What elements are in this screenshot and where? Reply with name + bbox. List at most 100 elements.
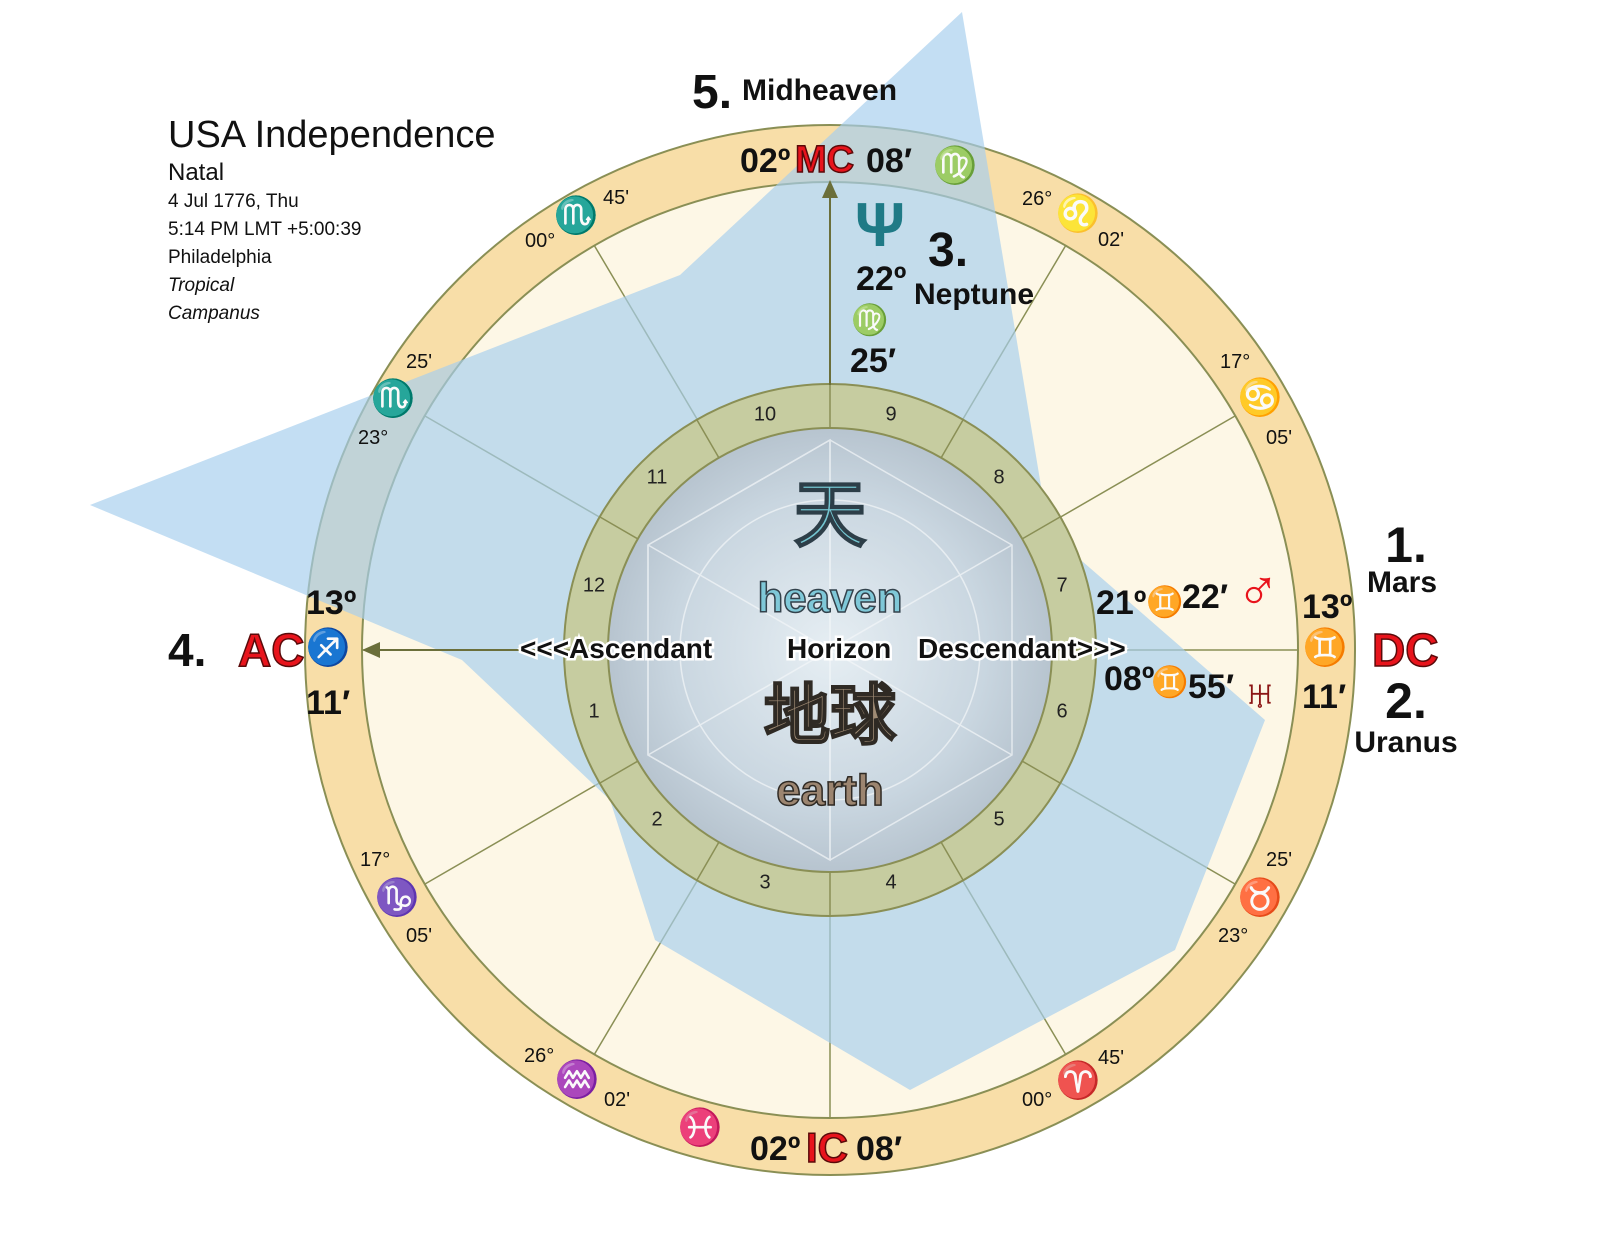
house-7: 7 (1056, 574, 1067, 596)
earth-label: earth (776, 766, 884, 815)
mc-min: 08′ (866, 142, 912, 180)
aries-glyph: ♈ (1056, 1060, 1101, 1101)
dc-label: DC (1372, 624, 1438, 676)
house-ring-dividers (564, 384, 1096, 916)
heaven-cjk: 天 (794, 476, 866, 556)
cancer-min: 05' (1266, 427, 1292, 449)
ac-arrow-head (362, 642, 380, 658)
earth-cjk: 地球 (764, 678, 897, 752)
neptune-position: Ψ 22º ♍ 25′ (850, 191, 906, 380)
center-pattern (647, 438, 1013, 862)
pisces-glyph: ♓ (678, 1107, 723, 1148)
neptune-num: 3. (928, 224, 968, 277)
ic-marker: 02º IC 08′ (750, 1123, 902, 1172)
chart-title: USA Independence (168, 114, 496, 156)
mars-min: 22′ (1182, 578, 1228, 616)
ac-callout-num: 4. (168, 624, 206, 676)
dc-deg: 13º (1302, 588, 1352, 626)
house-5: 5 (993, 808, 1004, 830)
chart-info: USA Independence Natal 4 Jul 1776, Thu 5… (168, 112, 496, 328)
scorpio-min: 25' (406, 351, 432, 373)
house-1: 1 (588, 700, 599, 722)
mars-glyph: ♂ (1236, 556, 1280, 621)
descendant-label: Descendant>>> (918, 633, 1126, 664)
house-9: 9 (885, 403, 896, 425)
scorpio-top-deg: 00° (525, 230, 555, 252)
aquarius-min: 02' (604, 1089, 630, 1111)
cancer-glyph: ♋ (1238, 377, 1283, 418)
ac-marker: 13º 11′ AC 4. (168, 584, 356, 722)
taurus-glyph: ♉ (1238, 877, 1283, 918)
callout-neptune: 3. Neptune (914, 224, 1034, 311)
ac-min: 11′ (306, 684, 350, 722)
sagittarius-ac-glyph: ♐ (306, 627, 351, 668)
house-12: 12 (583, 574, 605, 596)
dc-marker: 13º 11′ DC (1302, 588, 1439, 716)
center-labels: 天 heaven 地球 earth (757, 475, 903, 816)
heaven-label: heaven (758, 574, 903, 621)
ic-label: IC (806, 1124, 848, 1171)
leo-deg: 26° (1022, 188, 1052, 210)
mc-marker: 02º MC 08′ (740, 138, 912, 182)
uranus-num: 2. (1385, 673, 1427, 729)
uranus-deg: 08º (1104, 660, 1154, 698)
mars-num: 1. (1385, 517, 1427, 573)
scorpio-top-min: 45' (603, 187, 629, 209)
aries-deg: 00° (1022, 1089, 1052, 1111)
callout-midheaven: 5. Midheaven (692, 66, 897, 119)
uranus-label: Uranus (1354, 726, 1457, 759)
scorpio-deg: 23° (358, 427, 388, 449)
house-8: 8 (993, 466, 1004, 488)
mc-arrow-head (822, 180, 838, 198)
taurus-min: 25' (1266, 849, 1292, 871)
capricorn-deg: 17° (360, 849, 390, 871)
virgo-glyph: ♍ (933, 145, 978, 186)
chart-type: Natal (168, 159, 225, 186)
scorpio-top-glyph: ♏ (554, 195, 599, 236)
mars-position: 21º ♊ 22′ ♂ (1096, 556, 1280, 622)
neptune-min: 25′ (850, 342, 896, 380)
uranus-glyph: ♅ (1240, 664, 1281, 724)
ac-label: AC (238, 624, 304, 676)
house-3: 3 (759, 871, 770, 893)
chart-place: Philadelphia (168, 247, 272, 268)
mars-label: Mars (1367, 566, 1437, 599)
leo-glyph: ♌ (1056, 193, 1101, 234)
sign-glyphs: ♍ ♌ ♋ ♊ ♉ ♈ ♓ ♒ ♑ ♐ ♏ ♏ (306, 145, 1348, 1148)
capricorn-min: 05' (406, 925, 432, 947)
house-system: Campanus (168, 303, 260, 324)
chart-date: 4 Jul 1776, Thu (168, 191, 299, 212)
callout-mars: 1. Mars (1367, 517, 1437, 599)
mars-sign-glyph: ♊ (1146, 584, 1183, 619)
house-numbers: 1 2 3 4 5 6 7 8 9 10 11 12 (583, 403, 1068, 893)
mars-deg: 21º (1096, 584, 1146, 622)
dc-min: 11′ (1302, 678, 1346, 716)
neptune-glyph: Ψ (855, 191, 905, 260)
taurus-deg: 23° (1218, 925, 1248, 947)
zodiac-type: Tropical (168, 275, 235, 296)
uranus-position: 08º ♊ 55′ ♅ (1104, 660, 1280, 724)
chart-time: 5:14 PM LMT +5:00:39 (168, 219, 362, 240)
house-6: 6 (1056, 700, 1067, 722)
house-11: 11 (647, 466, 668, 488)
ic-min: 08′ (856, 1130, 902, 1168)
horizon-label: Horizon (787, 633, 891, 664)
leo-min: 02' (1098, 229, 1124, 251)
ascendant-label: <<<Ascendant (520, 633, 712, 664)
midheaven-num: 5. (692, 66, 732, 119)
house-4: 4 (885, 871, 896, 893)
cancer-deg: 17° (1220, 351, 1250, 373)
house-2: 2 (651, 808, 662, 830)
uranus-sign-glyph: ♊ (1151, 664, 1188, 699)
uranus-min: 55′ (1188, 668, 1234, 706)
mc-deg: 02º (740, 142, 790, 180)
midheaven-label: Midheaven (742, 74, 897, 107)
neptune-deg: 22º (856, 260, 906, 298)
ac-deg: 13º (306, 584, 356, 622)
capricorn-glyph: ♑ (375, 877, 420, 918)
gemini-dc-glyph: ♊ (1303, 627, 1348, 668)
house-10: 10 (754, 403, 776, 425)
scorpio-glyph: ♏ (371, 378, 416, 419)
aries-min: 45' (1098, 1047, 1124, 1069)
